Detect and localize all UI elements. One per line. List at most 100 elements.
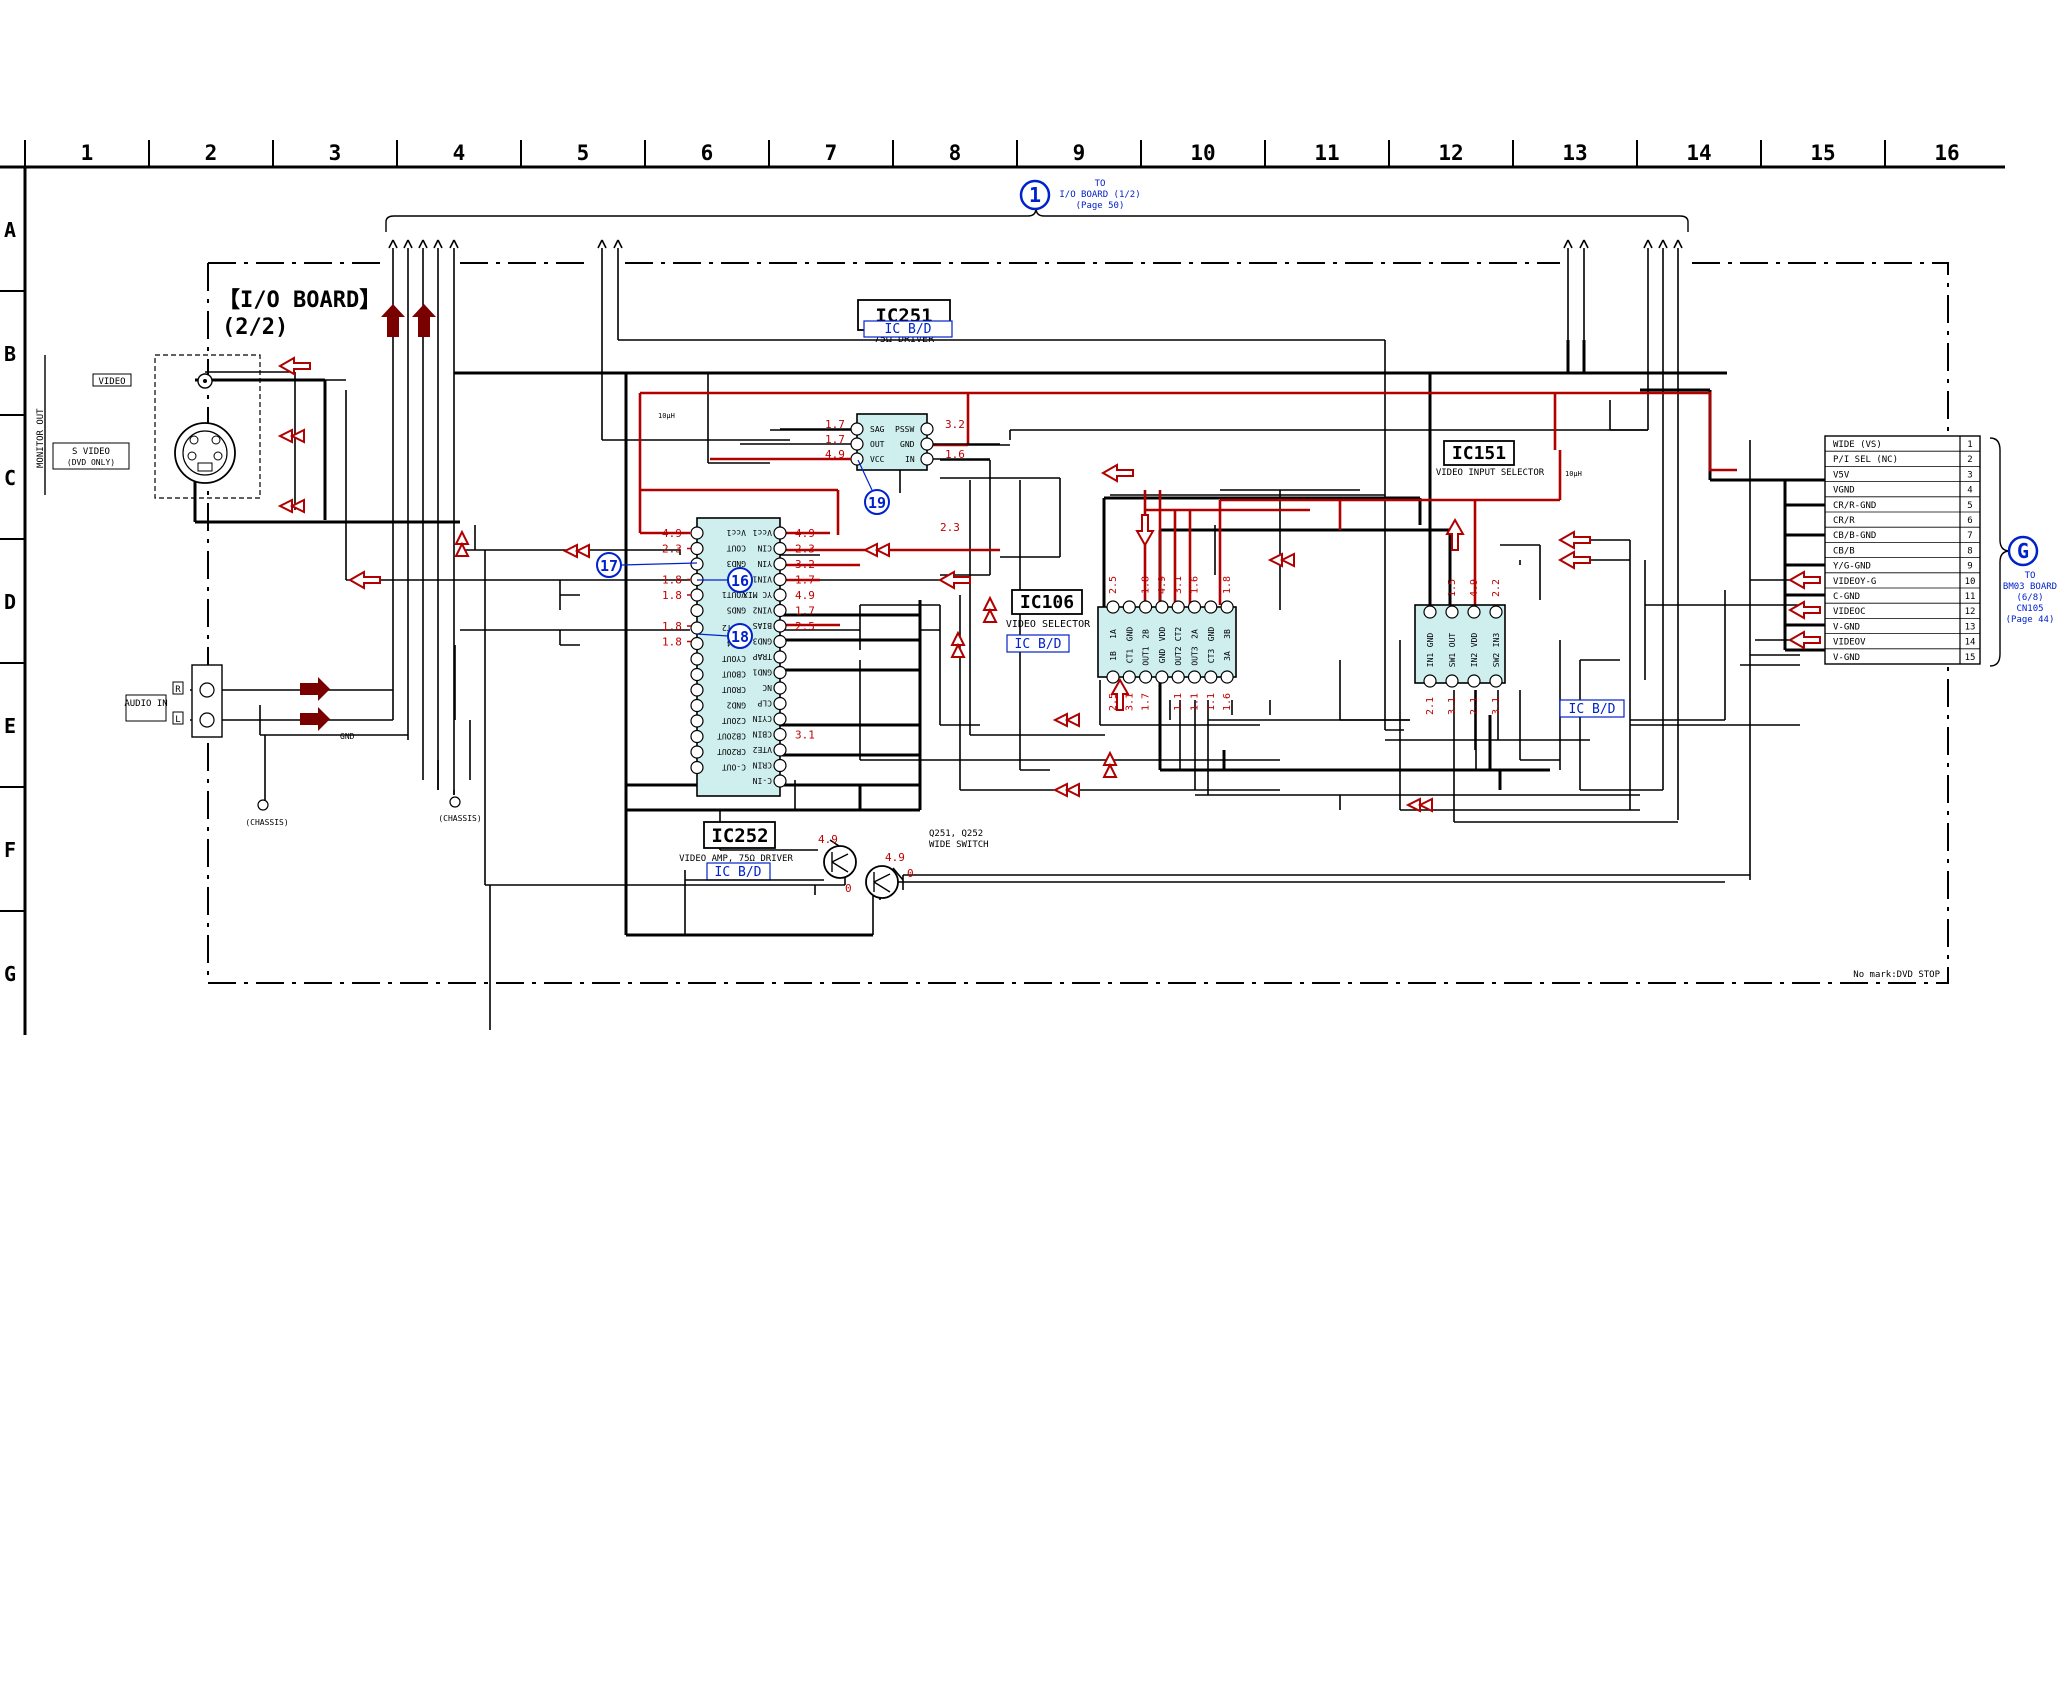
ic106-volt-bottom: 1.6 (1222, 693, 1233, 711)
ic106-volt-bottom: 1.1 (1190, 693, 1201, 711)
ic252-pin-right: VTE2 (753, 745, 772, 754)
ic251-badge: IC B/D (885, 322, 932, 337)
ic106-volt-top: 3.1 (1173, 576, 1184, 594)
callouts: 17 16 18 19 (596, 459, 890, 649)
ic252-pin-right: CRIN (753, 761, 772, 770)
ic106-pin-bottom: OUT2 (1174, 646, 1183, 665)
ic106-volt-bottom: 1.1 (1206, 693, 1217, 711)
ic252-pin-right: CBIN (753, 730, 772, 739)
ic151-name: IC151 (1452, 443, 1506, 464)
ic252-pin-left: CYOUT (722, 654, 746, 663)
q-v2: 4.9 (885, 851, 905, 864)
inductor-label-1: 10μH (658, 412, 675, 420)
s-video-sub-label: (DVD ONLY) (67, 458, 115, 467)
board-title: 【I/O BOARD】 (218, 288, 381, 313)
column-label: 3 (329, 141, 342, 165)
q-label2: WIDE SWITCH (929, 840, 989, 850)
ic252-name: IC252 (711, 825, 768, 847)
cn105-row-name: V-GND (1833, 653, 1860, 663)
cn105-row-name: V5V (1833, 470, 1850, 480)
ic252-pin-left: CBOUT (722, 670, 746, 679)
cn105-row-name: C-GND (1833, 592, 1860, 602)
ic251-v-out: 1.7 (825, 433, 845, 446)
video-label: VIDEO (98, 377, 125, 387)
io-ref-line3: (Page 50) (1076, 201, 1125, 211)
flow-arrows (277, 356, 1821, 813)
cn105-row-pin: 4 (1967, 486, 1972, 496)
cn105-row-name: VGND (1833, 486, 1855, 496)
row-label: G (4, 962, 16, 986)
ic106-volt-top: 1.6 (1190, 576, 1201, 594)
ic106-pin-bottom: GND (1158, 649, 1167, 664)
ic252-pin-right: YIN (757, 559, 772, 568)
io-ref-callout: 1 TO I/O BOARD (1/2) (Page 50) (1019, 179, 1141, 211)
ic151-pin-top: OUT (1448, 633, 1457, 648)
g-ref-letter: G (2017, 539, 2029, 563)
ic151-pin-bottom: IN2 (1470, 653, 1479, 668)
ic252-pin-left: GND5 (727, 606, 746, 615)
column-ticks (24, 140, 1886, 167)
cn105-row-pin: 11 (1965, 592, 1976, 602)
column-label: 4 (453, 141, 466, 165)
cn105-row-pin: 13 (1965, 622, 1976, 632)
ic151-volt-top: 4.9 (1469, 579, 1480, 597)
column-label: 9 (1073, 141, 1086, 165)
ic151-volt-top: 1.5 (1447, 579, 1458, 597)
ic252-badge: IC B/D (715, 865, 762, 880)
ic151-pin-bottom: IN1 (1426, 653, 1435, 668)
g-ref-line3: (6/8) (2016, 593, 2043, 603)
ic252: Vcc1COUTGND3YOUTVOUT1GND5VOUT2GND4CYOUTC… (662, 517, 815, 881)
ic106-pin-bottom: 3A (1223, 651, 1232, 661)
ic252-pin-right: BIAS (753, 621, 772, 630)
ic252-pin-left: CR2OUT (717, 747, 746, 756)
ic252-pin-left: COUT (727, 544, 746, 553)
inductor-label-2: 10μH (1565, 470, 1582, 478)
ic151-desc: VIDEO INPUT SELECTOR (1436, 468, 1545, 478)
ic251-v-sag: 1.7 (825, 418, 845, 431)
column-label: 2 (205, 141, 218, 165)
ic252-pin-right: VIN2 (753, 606, 772, 615)
ic252-pin-right: CIN (757, 544, 772, 553)
ic252-volt-right: 2.3 (795, 543, 815, 556)
ic106-volt-top: 4.9 (1157, 576, 1168, 594)
ic252-desc: VIDEO AMP, 75Ω DRIVER (679, 854, 793, 864)
ic252-volt-left: 1.8 (662, 574, 682, 587)
callout-19: 19 (868, 494, 886, 512)
cn105-row-name: CB/B-GND (1833, 531, 1876, 541)
ic252-pin-left: C2OUT (722, 716, 746, 725)
wiring-thin (190, 339, 1800, 1030)
ic252-volt-right: 1.7 (795, 574, 815, 587)
row-label: B (4, 342, 16, 366)
ic252-pin-right: VIN1 (753, 575, 772, 584)
audio-in-label: AUDIO IN (124, 699, 167, 709)
ic252-pin-left: GND2 (727, 701, 746, 710)
ic106-volt-top: 1.8 (1222, 576, 1233, 594)
ic251-desc: 75Ω DRIVER (874, 334, 935, 345)
ic106-pin-top: GND (1125, 627, 1134, 642)
ic251-v-in: 1.6 (945, 448, 965, 461)
ic252-pin-right: GND3 (753, 637, 772, 646)
ic106-volt-bottom: 2.5 (1108, 693, 1119, 711)
ic252-volt-right: 3.1 (795, 729, 815, 742)
ic252-volt-left: 4.9 (662, 527, 682, 540)
ic252-pin-right: CYIN (753, 714, 772, 723)
ic252-volt-left: 1.8 (662, 620, 682, 633)
ic151-badge: IC B/D (1569, 702, 1616, 717)
ic106-pin-top: CT2 (1174, 627, 1183, 642)
cn105-row-name: VIDEOY-G (1833, 577, 1876, 587)
callout-17: 17 (600, 557, 618, 575)
cn105-row-name: VIDEOC (1833, 607, 1866, 617)
ic252-pin-left: CROUT (722, 685, 746, 694)
column-label: 1 (81, 141, 94, 165)
gnd-label: GND (340, 732, 355, 741)
row-ticks (0, 290, 25, 912)
wiring-red (638, 391, 1737, 627)
ic106-badge: IC B/D (1015, 637, 1062, 652)
ic106-volt-bottom: 1.7 (1141, 693, 1152, 711)
top-terminals (388, 239, 1683, 820)
chassis-label-1: (CHASSIS) (245, 818, 288, 827)
ic106-desc: VIDEO SELECTOR (1006, 619, 1091, 630)
